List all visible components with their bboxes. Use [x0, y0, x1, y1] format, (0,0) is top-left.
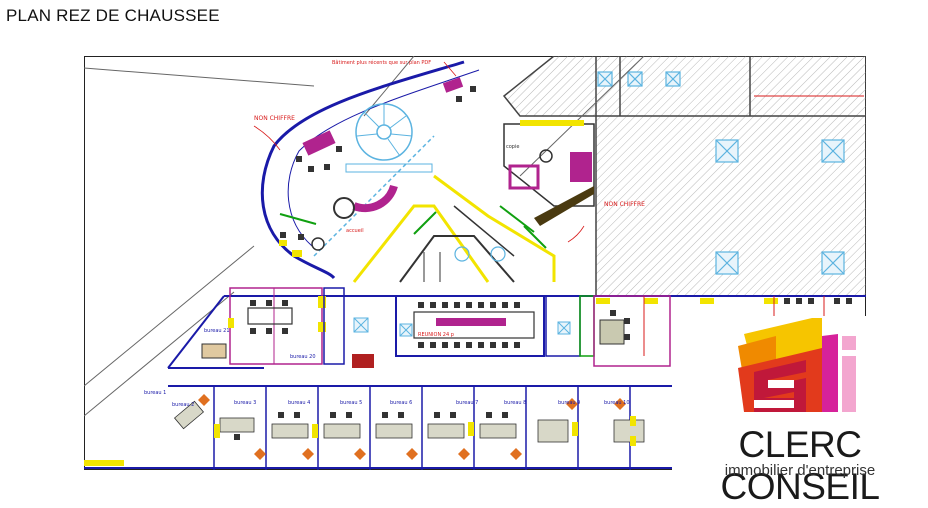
page-title: PLAN REZ DE CHAUSSEE — [6, 6, 220, 26]
floor-plan: NON CHIFFRE Bâtiment plus récents que su… — [84, 56, 866, 470]
office-row: bureau 1 bureau 2 bureau 3 bureau 4 bure… — [84, 385, 684, 470]
hatched-building — [502, 56, 866, 297]
room-copie: copie — [506, 144, 519, 150]
clerc-conseil-logo: CLERC CONSEIL immobilier d'entreprise — [672, 316, 928, 507]
room-bureau-1: bureau 1 — [144, 390, 166, 396]
room-bureau-4: bureau 4 — [288, 400, 310, 406]
sanitary-block — [352, 174, 556, 283]
room-bureau-9: bureau 9 — [558, 400, 580, 406]
room-bureau-20: bureau 20 — [290, 354, 316, 360]
logo-mark — [738, 318, 856, 412]
office-block-20-21: bureau 21 bureau 20 — [201, 287, 374, 368]
room-bureau-10: bureau 10 — [604, 400, 630, 406]
room-bureau-2: bureau 2 — [172, 402, 194, 408]
logo-brand-bold: CLERC — [738, 424, 862, 465]
note-accueil: accueil — [346, 228, 364, 234]
title-rest: REZ DE CHAUSSEE — [51, 6, 220, 25]
logo-tagline: immobilier d'entreprise — [724, 462, 876, 479]
note-top: Bâtiment plus récents que sur plan PDF — [332, 59, 431, 66]
entrance-curve: NON CHIFFRE Bâtiment plus récents que su… — [253, 59, 480, 280]
floor-plan-drawing: NON CHIFFRE Bâtiment plus récents que su… — [84, 56, 866, 470]
room-reunion: REUNION 24 p — [418, 332, 454, 338]
note-non-chiffre-1: NON CHIFFRE — [254, 115, 295, 122]
room-bureau-3: bureau 3 — [234, 400, 256, 406]
room-bureau-6: bureau 6 — [390, 400, 412, 406]
copy-room: copie NON CHIFFRE — [499, 120, 645, 243]
room-bureau-21: bureau 21 — [204, 328, 230, 334]
room-bureau-5: bureau 5 — [340, 400, 362, 406]
note-non-chiffre-2: NON CHIFFRE — [604, 201, 645, 208]
title-bold: PLAN — [6, 6, 52, 25]
room-bureau-8: bureau 8 — [504, 400, 526, 406]
office-block-right — [593, 295, 852, 367]
room-bureau-7: bureau 7 — [456, 400, 478, 406]
